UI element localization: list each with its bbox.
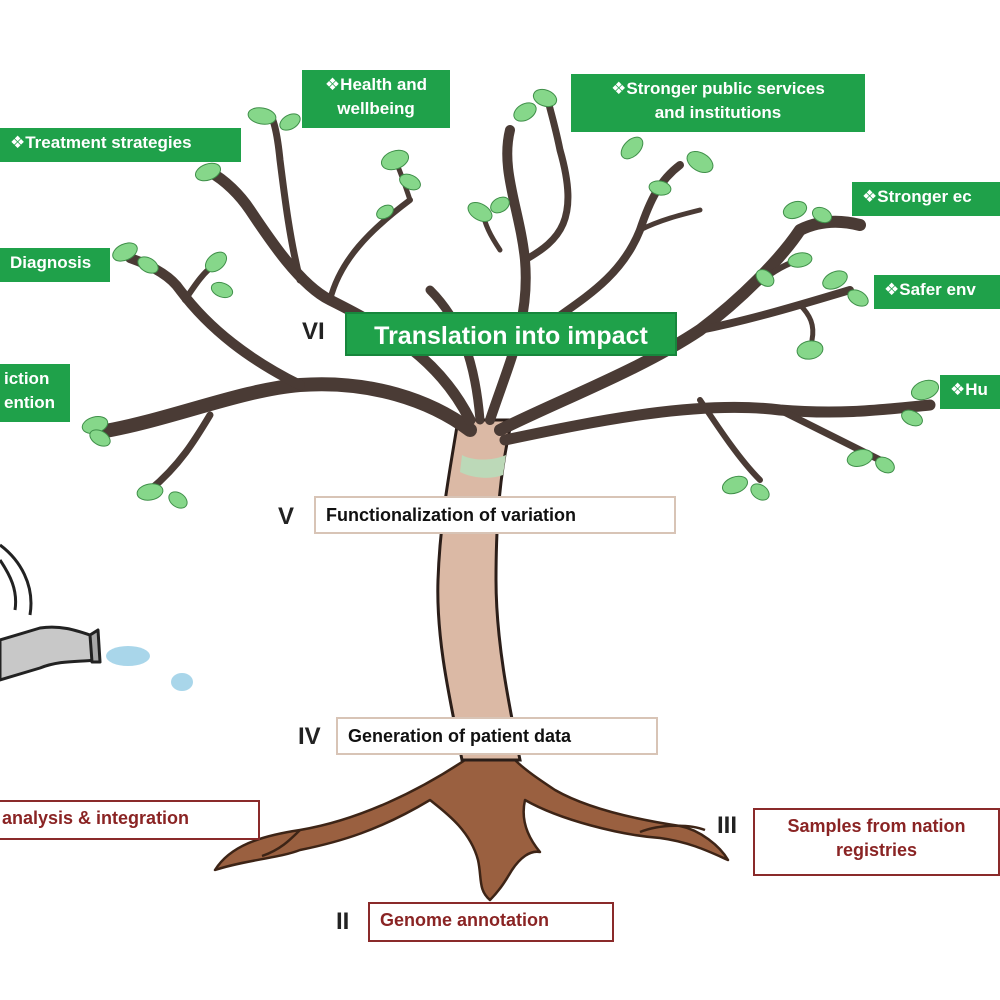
stage-functionalization: Functionalization of variation	[314, 496, 676, 534]
benefit-environment: ❖Safer env	[874, 275, 1000, 309]
benefit-diagnosis: Diagnosis	[0, 248, 110, 282]
benefit-economy: ❖Stronger ec	[852, 182, 1000, 216]
benefit-treatment: ❖Treatment strategies	[0, 128, 241, 162]
benefit-public-services-line2: and institutions	[654, 103, 782, 122]
benefit-treatment-text: ❖Treatment strategies	[10, 133, 192, 152]
benefit-health: ❖Health and wellbeing	[302, 70, 450, 128]
benefit-human-text: ❖Hu	[950, 380, 988, 399]
watering-can	[0, 543, 102, 682]
benefit-public-services: ❖Stronger public services and institutio…	[571, 74, 865, 132]
stage-patient-data: Generation of patient data	[336, 717, 658, 755]
benefit-public-services-line1: ❖Stronger public services	[611, 79, 825, 98]
benefit-prediction-line1: iction	[4, 369, 50, 388]
stage-numeral-v: V	[278, 503, 295, 530]
stage-genome: Genome annotation	[368, 902, 614, 942]
stage-numeral-vi: VI	[302, 318, 325, 345]
leaves	[81, 88, 940, 509]
water-drops	[106, 646, 193, 691]
stage-numeral-iii: III	[717, 812, 738, 839]
impact-title: Translation into impact	[345, 312, 677, 356]
stage-samples-line1: Samples from nation	[787, 816, 966, 836]
benefit-prediction: iction ention	[0, 364, 70, 422]
stage-samples-line2: registries	[835, 840, 918, 860]
stage-samples: Samples from nation registries	[753, 808, 1000, 876]
stage-analysis: analysis & integration	[0, 800, 260, 840]
stage-numeral-iv: IV	[298, 723, 321, 750]
benefit-health-line2: wellbeing	[337, 99, 415, 118]
benefit-economy-text: ❖Stronger ec	[862, 187, 972, 206]
roots	[213, 758, 730, 902]
benefit-human: ❖Hu	[940, 375, 1000, 409]
trunk	[436, 418, 522, 762]
benefit-health-line1: ❖Health and	[324, 75, 428, 94]
stage-numeral-ii: II	[336, 908, 350, 935]
benefit-diagnosis-text: Diagnosis	[10, 253, 92, 272]
benefit-prediction-line2: ention	[4, 393, 55, 412]
benefit-environment-text: ❖Safer env	[884, 280, 976, 299]
